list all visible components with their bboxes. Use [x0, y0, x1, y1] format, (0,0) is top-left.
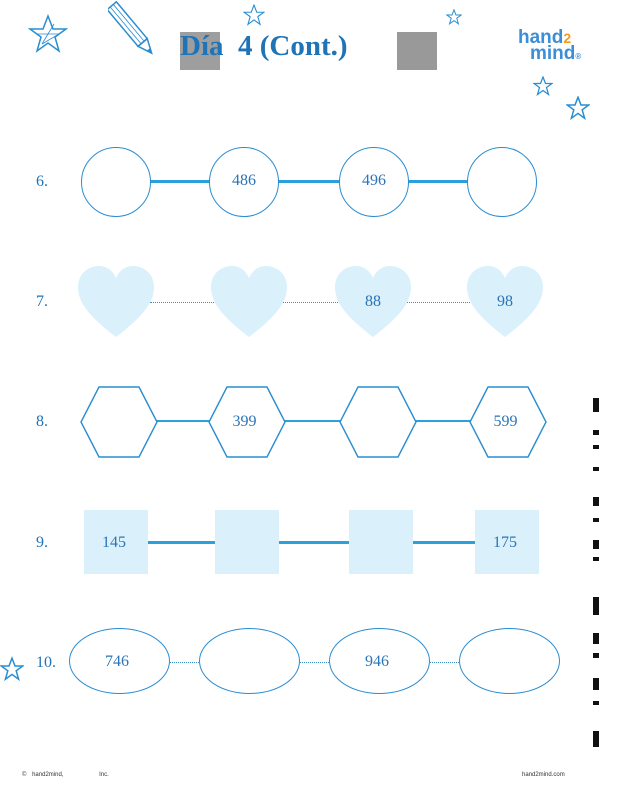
- square-shape[interactable]: [84, 510, 148, 574]
- side-mark: [593, 467, 599, 471]
- connector-line: [155, 420, 475, 422]
- shape-value: 175: [493, 534, 517, 551]
- hexagon-shape[interactable]: [207, 386, 287, 458]
- shape-value: 496: [362, 172, 386, 189]
- shape-value: 486: [232, 172, 256, 189]
- row-number: 10.: [36, 654, 56, 671]
- heart-shape[interactable]: [333, 265, 413, 339]
- star-icon: [28, 14, 68, 53]
- side-mark: [593, 497, 599, 506]
- title-highlight: [180, 32, 220, 70]
- side-mark: [593, 653, 599, 658]
- circle-shape[interactable]: [467, 147, 537, 217]
- pencil-icon: [108, 0, 153, 55]
- connector-line: [147, 541, 477, 544]
- gray-box: [397, 32, 437, 70]
- side-mark: [593, 430, 599, 435]
- row-number: 6.: [36, 173, 48, 190]
- oval-shape[interactable]: [329, 628, 430, 694]
- square-shape[interactable]: [349, 510, 413, 574]
- circle-shape[interactable]: [81, 147, 151, 217]
- logo-mind: mind: [530, 43, 576, 64]
- side-mark: [593, 701, 599, 705]
- side-mark: [593, 398, 599, 412]
- dotted-connector: [150, 302, 470, 303]
- shape-value: 145: [102, 534, 126, 551]
- side-mark: [593, 597, 599, 615]
- circle-shape[interactable]: [339, 147, 409, 217]
- shape-value: 98: [497, 293, 513, 310]
- square-shape[interactable]: [475, 510, 539, 574]
- side-mark: [593, 445, 599, 449]
- star-icon: [0, 656, 24, 682]
- copyright-symbol: ©: [22, 772, 27, 778]
- footer-copyright: © hand2mind, Inc.: [22, 772, 109, 778]
- star-icon: [566, 96, 590, 120]
- logo-two: 2: [563, 30, 572, 46]
- hexagon-shape[interactable]: [468, 386, 548, 458]
- heart-shape[interactable]: [209, 265, 289, 339]
- oval-shape[interactable]: [199, 628, 300, 694]
- row-number: 7.: [36, 293, 48, 310]
- star-icon: [243, 4, 265, 26]
- oval-shape[interactable]: [459, 628, 560, 694]
- heart-shape[interactable]: [76, 265, 156, 339]
- side-mark: [593, 557, 599, 561]
- square-shape[interactable]: [215, 510, 279, 574]
- oval-shape[interactable]: [69, 628, 170, 694]
- footer-website[interactable]: hand2mind.com: [522, 772, 565, 778]
- shape-value: 746: [105, 653, 129, 670]
- logo-tm: ®: [575, 52, 582, 61]
- row-number: 8.: [36, 413, 48, 430]
- side-mark: [593, 633, 599, 644]
- page-title: Día 4 (Cont.): [180, 30, 348, 62]
- connector-line: [150, 180, 470, 183]
- footer-publisher: hand2mind,: [32, 772, 64, 778]
- circle-shape[interactable]: [209, 147, 279, 217]
- side-mark: [593, 678, 599, 690]
- side-mark: [593, 518, 599, 522]
- heart-shape[interactable]: [465, 265, 545, 339]
- side-mark: [593, 540, 599, 549]
- shape-value: 946: [365, 653, 389, 670]
- row-number: 9.: [36, 534, 48, 551]
- hand2mind-logo: hand2 mind®: [518, 27, 582, 65]
- footer-inc: Inc.: [99, 772, 109, 778]
- shape-value: 599: [493, 413, 518, 430]
- side-mark: [593, 731, 599, 747]
- shape-value: 399: [232, 413, 257, 430]
- dotted-connector: [165, 662, 465, 663]
- logo-hand: hand: [518, 27, 564, 48]
- hexagon-shape[interactable]: [338, 386, 418, 458]
- star-icon: [533, 76, 553, 96]
- shape-value: 88: [365, 293, 381, 310]
- star-icon: [446, 9, 462, 25]
- hexagon-shape[interactable]: [79, 386, 159, 458]
